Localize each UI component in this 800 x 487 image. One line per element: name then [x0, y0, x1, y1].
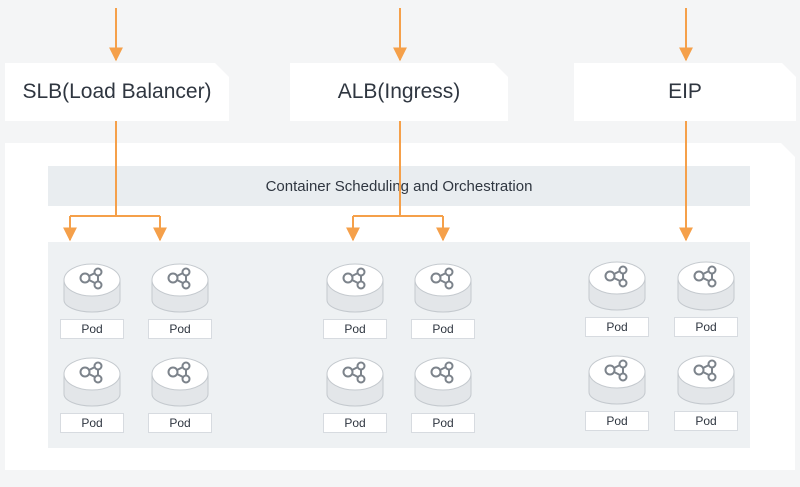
pod-eip-4: Pod	[674, 354, 738, 431]
pod-alb-3: Pod	[323, 356, 387, 433]
pod-cylinder-icon	[588, 261, 646, 311]
pod-slb-3: Pod	[60, 356, 124, 433]
pod-label: Pod	[674, 411, 738, 431]
pod-label: Pod	[585, 411, 649, 431]
pod-label: Pod	[323, 413, 387, 433]
graph-node-icon	[342, 361, 366, 384]
pod-label: Pod	[411, 413, 475, 433]
graph-node-icon	[167, 267, 191, 290]
pod-cylinder-icon	[326, 357, 384, 407]
pod-label: Pod	[60, 319, 124, 339]
pod-cylinder-icon	[588, 355, 646, 405]
pod-cylinder-icon	[151, 357, 209, 407]
graph-node-icon	[167, 361, 191, 384]
alb-entry-box: ALB(Ingress)	[290, 63, 508, 121]
pod-cylinder-icon	[677, 261, 735, 311]
pod-label: Pod	[411, 319, 475, 339]
pod-cylinder-icon	[326, 263, 384, 313]
pod-cylinder-icon	[63, 263, 121, 313]
pod-slb-4: Pod	[148, 356, 212, 433]
pod-label: Pod	[323, 319, 387, 339]
pod-cylinder-icon	[63, 357, 121, 407]
pod-cylinder-icon	[151, 263, 209, 313]
slb-entry-box: SLB(Load Balancer)	[5, 63, 229, 121]
eip-entry-box: EIP	[574, 63, 796, 121]
graph-node-icon	[430, 361, 454, 384]
pod-alb-1: Pod	[323, 262, 387, 339]
pod-label: Pod	[60, 413, 124, 433]
slb-label: SLB(Load Balancer)	[22, 80, 212, 103]
graph-node-icon	[604, 265, 628, 288]
graph-node-icon	[79, 361, 103, 384]
graph-node-icon	[604, 359, 628, 382]
pod-slb-1: Pod	[60, 262, 124, 339]
alb-label: ALB(Ingress)	[337, 80, 461, 103]
pod-alb-4: Pod	[411, 356, 475, 433]
graph-node-icon	[342, 267, 366, 290]
graph-node-icon	[693, 359, 717, 382]
pod-label: Pod	[585, 317, 649, 337]
pod-cylinder-icon	[414, 357, 472, 407]
pod-label: Pod	[148, 319, 212, 339]
pod-eip-1: Pod	[585, 260, 649, 337]
scheduler-bar: Container Scheduling and Orchestration	[48, 166, 750, 206]
pod-cylinder-icon	[414, 263, 472, 313]
eip-label: EIP	[668, 80, 702, 103]
scheduler-label: Container Scheduling and Orchestration	[265, 177, 533, 195]
pod-alb-2: Pod	[411, 262, 475, 339]
pod-eip-3: Pod	[585, 354, 649, 431]
pod-label: Pod	[674, 317, 738, 337]
graph-node-icon	[430, 267, 454, 290]
graph-node-icon	[79, 267, 103, 290]
pod-slb-2: Pod	[148, 262, 212, 339]
pod-eip-2: Pod	[674, 260, 738, 337]
pod-cylinder-icon	[677, 355, 735, 405]
pod-label: Pod	[148, 413, 212, 433]
graph-node-icon	[693, 265, 717, 288]
